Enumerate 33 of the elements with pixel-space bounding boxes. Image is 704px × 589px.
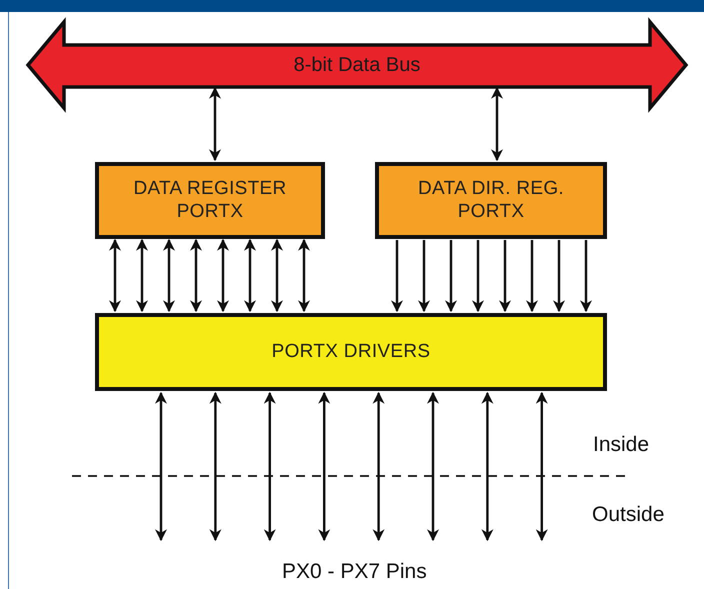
arrow: [298, 238, 310, 312]
arrow: [536, 392, 548, 542]
arrow: [481, 392, 494, 542]
arrow: [418, 240, 430, 312]
text-label: Inside: [593, 433, 650, 457]
arrow: [264, 392, 276, 542]
arrow: [391, 240, 403, 312]
driver-block: [95, 313, 607, 391]
arrow: [499, 240, 511, 312]
arrow: [136, 238, 148, 312]
arrow: [109, 238, 121, 312]
register-block: [95, 162, 325, 239]
block-label: PORTX DRIVERS: [272, 340, 430, 364]
register-block: [375, 162, 607, 239]
arrow: [209, 392, 222, 542]
text-label: Outside: [592, 503, 664, 527]
arrow: [445, 240, 457, 312]
arrow: [526, 240, 538, 312]
block-label: DATA REGISTER PORTX: [132, 178, 288, 224]
arrow: [244, 238, 256, 312]
arrow: [217, 238, 229, 312]
arrow: [427, 392, 439, 542]
arrow: [580, 240, 592, 312]
arrow: [271, 238, 283, 312]
arrow: [372, 392, 385, 542]
arrow: [163, 238, 175, 312]
arrow: [553, 240, 565, 312]
arrow: [472, 240, 484, 312]
arrow: [190, 238, 202, 312]
block-label: DATA DIR. REG. PORTX: [416, 178, 565, 224]
arrow: [155, 392, 167, 542]
text-label: PX0 - PX7 Pins: [282, 560, 427, 584]
arrow: [318, 392, 330, 542]
